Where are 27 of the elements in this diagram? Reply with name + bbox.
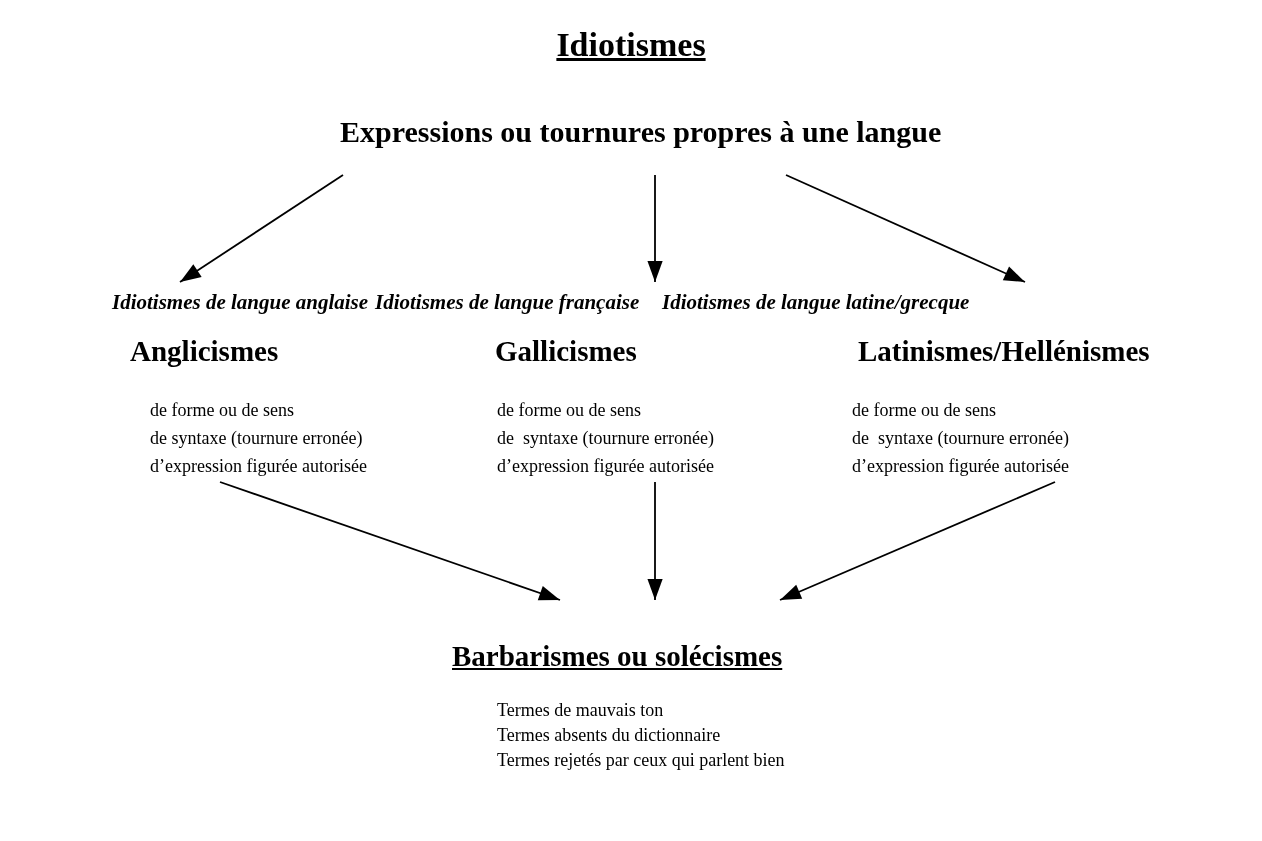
list-item: de syntaxe (tournure erronée) — [497, 428, 714, 449]
subheading: Idiotismes de langue latine/grecque — [662, 290, 970, 315]
arrow — [785, 174, 1026, 283]
list-item: de forme ou de sens — [852, 400, 996, 421]
arrow — [647, 481, 663, 601]
arrow — [179, 174, 344, 283]
list-item: de forme ou de sens — [497, 400, 641, 421]
list-item: d’expression figurée autorisée — [852, 456, 1069, 477]
diagram-title: Idiotismes — [556, 26, 706, 63]
list-item: de syntaxe (tournure erronée) — [852, 428, 1069, 449]
term-heading: Gallicismes — [495, 335, 637, 369]
list-item: Termes absents du dictionnaire — [497, 725, 721, 746]
arrow — [219, 481, 561, 601]
list-item: de forme ou de sens — [150, 400, 294, 421]
list-item: Termes de mauvais ton — [497, 700, 664, 721]
term-heading: Latinismes/Hellénismes — [858, 335, 1150, 369]
term-heading: Anglicismes — [130, 335, 279, 369]
subheading: Idiotismes de langue anglaise — [112, 290, 369, 315]
list-item: d’expression figurée autorisée — [150, 456, 367, 477]
list-item: Termes rejetés par ceux qui parlent bien — [497, 750, 785, 771]
arrow — [779, 481, 1056, 601]
heading: Expressions ou tournures propres à une langue — [340, 115, 942, 150]
arrow — [647, 174, 663, 283]
list-item: d’expression figurée autorisée — [497, 456, 714, 477]
subheading: Idiotismes de langue française — [375, 290, 640, 315]
heading: Barbarismes ou solécismes — [452, 640, 783, 674]
list-item: de syntaxe (tournure erronée) — [150, 428, 363, 449]
